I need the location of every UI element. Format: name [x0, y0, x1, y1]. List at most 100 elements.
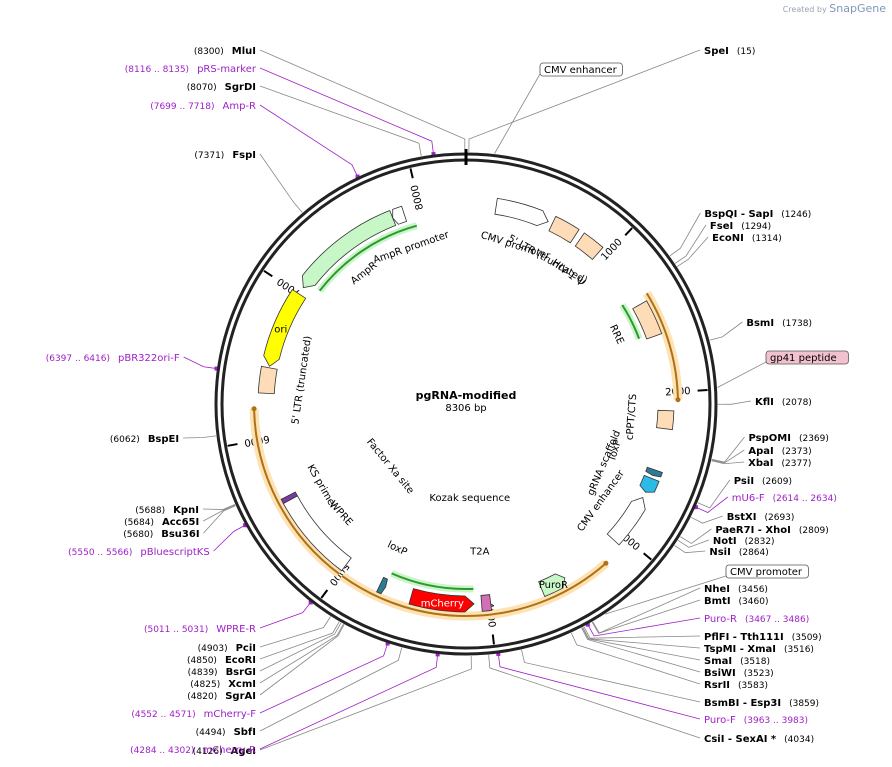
inner-feature-label: KS primer — [305, 463, 340, 512]
site-label[interactable]: NsiI(2864) — [709, 547, 768, 558]
feature-mcherry[interactable] — [408, 588, 475, 613]
site-label[interactable]: (4839)BsrGI — [188, 667, 256, 678]
leader-line — [591, 599, 701, 634]
site-label[interactable]: (4126)AgeI — [193, 746, 256, 757]
site-coordinate: (2609) — [762, 477, 792, 487]
site-label-text: (4850)EcoRI — [187, 655, 256, 666]
site-label[interactable]: BspQI - SapI(1246) — [704, 209, 811, 220]
site-label[interactable]: (8070)SgrDI — [187, 82, 256, 93]
leader-line — [717, 400, 752, 405]
feature-loxp2[interactable] — [376, 576, 388, 595]
site-label[interactable]: (5011 .. 5031)WPRE-R — [144, 624, 256, 635]
leader-line — [582, 627, 701, 661]
feature-amp-prom[interactable] — [392, 205, 408, 225]
feature-ltr5-trunc[interactable] — [548, 215, 580, 244]
enzyme-name: MluI — [232, 46, 256, 57]
site-label[interactable]: BstXI(2693) — [727, 512, 795, 523]
feature-cppt[interactable] — [656, 409, 675, 431]
site-label[interactable]: (4552 .. 4571)mCherry-F — [131, 709, 256, 720]
boxed-feature-label[interactable]: CMV enhancer — [539, 62, 623, 77]
boxed-feature-label[interactable]: gp41 peptide — [765, 350, 849, 365]
leader-line — [709, 321, 743, 341]
enzyme-name: BsiWI — [704, 668, 736, 679]
enzyme-name: EcoNI — [712, 233, 744, 244]
site-label[interactable]: PsiI(2609) — [734, 476, 792, 487]
site-label[interactable]: KflI(2078) — [755, 397, 812, 408]
leader-line — [674, 224, 707, 264]
feature-ori[interactable] — [263, 288, 307, 367]
boxed-feature-label[interactable]: CMV promoter — [725, 564, 809, 579]
site-label[interactable]: Puro-R(3467 .. 3486) — [704, 614, 809, 625]
site-label[interactable]: PspOMI(2369) — [749, 433, 829, 444]
enzyme-name: BspQI - SapI — [704, 209, 773, 220]
site-label[interactable]: (8116 .. 8135)pRS-marker — [125, 64, 257, 75]
site-label[interactable]: (5688)KpnI — [135, 505, 199, 516]
scale-tick — [697, 389, 708, 392]
enzyme-name: Bsu36I — [161, 529, 199, 540]
leader-line — [711, 449, 745, 464]
site-label[interactable]: (4494)SbfI — [196, 727, 256, 738]
site-label[interactable]: (4825)XcmI — [190, 679, 256, 690]
leader-line — [202, 503, 236, 510]
site-label[interactable]: mU6-F(2614 .. 2634) — [732, 493, 837, 504]
feature-ks[interactable] — [280, 491, 298, 505]
feature-rre[interactable] — [632, 300, 663, 340]
site-coordinate: (4850) — [187, 656, 217, 666]
site-label[interactable]: (4903)PciI — [198, 643, 256, 654]
site-label[interactable]: (7699 .. 7718)Amp-R — [150, 101, 256, 112]
feature-ltr3[interactable] — [257, 365, 278, 395]
site-label[interactable]: (5684)Acc65I — [124, 517, 199, 528]
site-label[interactable]: (6062)BspEI — [110, 434, 179, 445]
leader-line — [680, 528, 712, 544]
enzyme-name: PflFI - Tth111I — [704, 632, 784, 643]
site-label-text: (4903)PciI — [198, 643, 256, 654]
site-coordinate: (2832) — [745, 537, 775, 547]
site-label[interactable]: ApaI(2373) — [748, 446, 811, 457]
site-label[interactable]: SmaI(3518) — [704, 656, 770, 667]
site-label[interactable]: CsiI - SexAI *(4034) — [704, 734, 814, 745]
site-label[interactable]: (4820)SgrAI — [187, 691, 256, 702]
site-label[interactable]: PflFI - Tth111I(3509) — [704, 632, 822, 643]
site-label[interactable]: (5680)Bsu36I — [123, 529, 199, 540]
site-coordinate: (4820) — [187, 692, 217, 702]
site-label[interactable]: BsmBI - Esp3I(3859) — [704, 698, 819, 709]
site-label[interactable]: PaeR7I - XhoI(2809) — [715, 525, 828, 536]
leader-line — [488, 654, 701, 739]
leader-line — [711, 436, 745, 463]
site-label[interactable]: BsmI(1738) — [746, 318, 812, 329]
site-label[interactable]: NheI(3456) — [704, 584, 768, 595]
feature-cmv-enh2[interactable] — [606, 497, 646, 546]
site-label[interactable]: NotI(2832) — [713, 536, 775, 547]
site-label[interactable]: (4284 .. 4302)mCherry-R — [130, 745, 256, 756]
plasmid-size: 8306 bp — [445, 403, 486, 414]
site-label[interactable]: RsrII(3583) — [704, 680, 768, 691]
leader-line — [669, 212, 701, 257]
inner-feature-label: Kozak sequence — [429, 493, 510, 504]
feature-loxp1[interactable] — [645, 466, 663, 478]
feature-hiv1-psi[interactable] — [574, 232, 604, 261]
site-label[interactable]: SpeI(15) — [704, 46, 755, 57]
site-label[interactable]: (6397 .. 6416)pBR322ori-F — [46, 353, 180, 364]
site-label-text: (5680)Bsu36I — [123, 529, 199, 540]
site-label[interactable]: (4850)EcoRI — [187, 655, 256, 666]
site-label[interactable]: FseI(1294) — [710, 221, 771, 232]
feature-cmv-prom[interactable] — [494, 197, 549, 226]
site-coordinate: (5684) — [124, 518, 154, 528]
site-label[interactable]: (5550 .. 5566)pBluescriptKS — [68, 547, 210, 558]
feature-t2a[interactable] — [480, 594, 493, 612]
feature-puro[interactable] — [538, 573, 566, 598]
site-label-text: BsiWI(3523) — [704, 668, 774, 679]
leader-line — [604, 575, 727, 615]
site-label[interactable]: (7371)FspI — [194, 150, 256, 161]
site-label[interactable]: EcoNI(1314) — [712, 233, 782, 244]
site-label[interactable]: Puro-F(3963 .. 3983) — [704, 715, 808, 726]
site-label[interactable]: TspMI - XmaI(3516) — [704, 644, 814, 655]
site-label[interactable]: BsiWI(3523) — [704, 668, 774, 679]
feature-grna[interactable] — [639, 474, 660, 493]
site-label[interactable]: XbaI(2377) — [748, 458, 811, 469]
enzyme-name: NheI — [704, 584, 730, 595]
site-label[interactable]: (8300)MluI — [194, 46, 256, 57]
feature-ampr[interactable] — [302, 209, 397, 289]
site-label[interactable]: BmtI(3460) — [704, 596, 768, 607]
